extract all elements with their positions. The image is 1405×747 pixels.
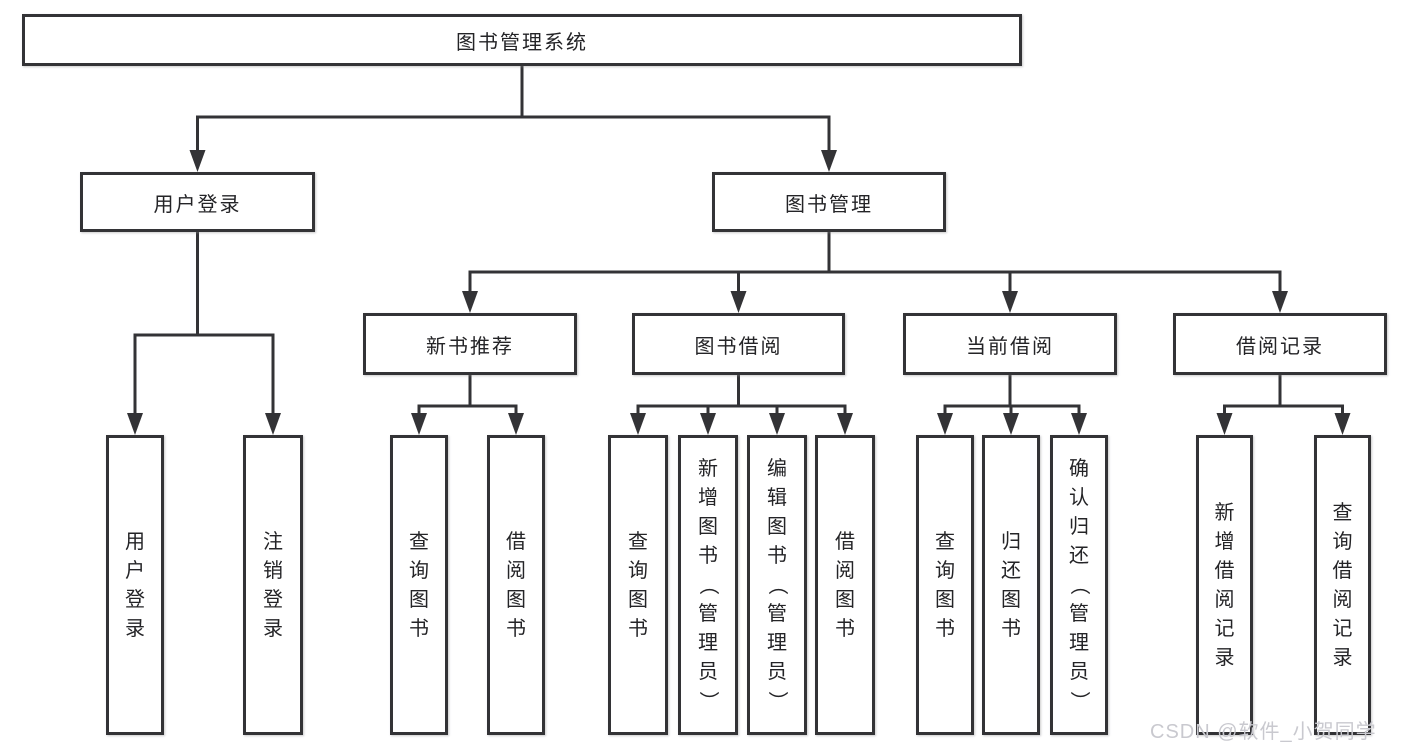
node-label: 当前借阅 <box>966 335 1054 358</box>
node-label: 新增图书（管理员） <box>697 458 719 711</box>
node-label: 图书管理系统 <box>456 31 588 54</box>
node-leaf-current-confirm: 确认归还（管理员） <box>1050 435 1108 735</box>
node-leaf-logout: 注销登录 <box>243 435 303 735</box>
node-leaf-borrow-edit: 编辑图书（管理员） <box>747 435 807 735</box>
node-label: 查询图书 <box>409 530 429 640</box>
node-label: 图书管理 <box>785 193 873 216</box>
node-leaf-records-add: 新增借阅记录 <box>1196 435 1253 735</box>
node-label: 查询图书 <box>935 530 955 640</box>
node-leaf-user-login: 用户登录 <box>106 435 164 735</box>
node-label: 图书借阅 <box>694 335 783 358</box>
node-leaf-newrec-query: 查询图书 <box>390 435 448 735</box>
node-label: 注销登录 <box>263 530 283 640</box>
node-label: 查询借阅记录 <box>1332 501 1353 669</box>
node-current-borrow: 当前借阅 <box>903 313 1117 375</box>
node-leaf-borrow-borrow: 借阅图书 <box>815 435 875 735</box>
node-label: 查询图书 <box>628 530 648 640</box>
node-book-borrow: 图书借阅 <box>632 313 845 375</box>
node-leaf-records-query: 查询借阅记录 <box>1314 435 1371 735</box>
node-user-login: 用户登录 <box>80 172 315 232</box>
node-leaf-newrec-borrow: 借阅图书 <box>487 435 545 735</box>
node-book-mgmt: 图书管理 <box>712 172 946 232</box>
node-leaf-current-query: 查询图书 <box>916 435 974 735</box>
node-label: 归还图书 <box>1001 530 1021 640</box>
node-label: 新增借阅记录 <box>1214 501 1235 669</box>
node-label: 编辑图书（管理员） <box>766 458 788 711</box>
node-new-rec: 新书推荐 <box>363 313 577 375</box>
node-label: 确认归还（管理员） <box>1068 458 1090 711</box>
node-root: 图书管理系统 <box>22 14 1022 66</box>
node-borrow-records: 借阅记录 <box>1173 313 1387 375</box>
node-label: 借阅图书 <box>835 530 855 640</box>
node-label: 新书推荐 <box>426 335 514 358</box>
watermark: CSDN @软件_小贺同学 <box>1150 721 1377 743</box>
node-leaf-current-return: 归还图书 <box>982 435 1040 735</box>
node-label: 借阅图书 <box>506 530 526 640</box>
node-label: 用户登录 <box>153 193 242 216</box>
node-label: 用户登录 <box>125 530 145 640</box>
node-label: 借阅记录 <box>1236 335 1324 358</box>
node-leaf-borrow-query: 查询图书 <box>608 435 668 735</box>
node-leaf-borrow-add: 新增图书（管理员） <box>678 435 738 735</box>
